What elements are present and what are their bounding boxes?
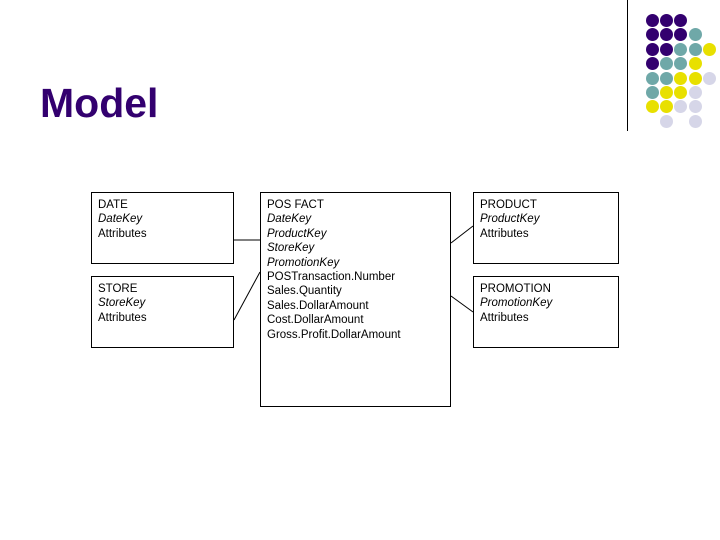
decorative-dot bbox=[646, 28, 659, 42]
entity-key-field: StoreKey bbox=[267, 242, 315, 255]
decorative-dot bbox=[702, 71, 716, 85]
decorative-dot bbox=[660, 14, 674, 27]
entity-key-field: DateKey bbox=[98, 213, 143, 226]
entity-field: Attributes bbox=[480, 311, 529, 324]
decorative-dot bbox=[674, 14, 688, 27]
entity-field: Attributes bbox=[480, 227, 529, 240]
entity-key-field: DateKey bbox=[267, 213, 312, 226]
decorative-dot bbox=[646, 100, 659, 114]
decorative-dot bbox=[660, 57, 674, 71]
decorative-dot bbox=[688, 42, 702, 56]
entity-field: Sales.Quantity bbox=[267, 285, 342, 298]
decorative-dot bbox=[660, 114, 674, 128]
decorative-dot bbox=[646, 42, 659, 56]
decorative-dot bbox=[688, 28, 702, 42]
entity-field: POSTransaction.Number bbox=[267, 271, 396, 284]
connector-posfact-product bbox=[450, 225, 474, 244]
entity-field: Attributes bbox=[98, 311, 147, 324]
title-divider-rule bbox=[627, 0, 628, 131]
connector-store-posfact bbox=[233, 271, 261, 321]
decorative-dot-grid bbox=[646, 14, 716, 130]
decorative-dot bbox=[688, 100, 702, 114]
decorative-dot bbox=[674, 28, 688, 42]
entity-field: Sales.DollarAmount bbox=[267, 299, 369, 312]
decorative-dot bbox=[660, 42, 674, 56]
decorative-dot bbox=[688, 71, 702, 85]
decorative-dot bbox=[674, 100, 688, 114]
decorative-dot bbox=[688, 86, 702, 99]
decorative-dot bbox=[646, 57, 659, 71]
decorative-dot bbox=[646, 14, 659, 27]
entity-key-field: PromotionKey bbox=[480, 297, 553, 310]
entity-title-product: PRODUCT bbox=[480, 199, 537, 211]
decorative-dot bbox=[660, 28, 674, 42]
entity-field: Cost.DollarAmount bbox=[267, 314, 364, 327]
decorative-dot bbox=[702, 42, 716, 56]
page-title: Model bbox=[40, 80, 159, 127]
decorative-dot bbox=[646, 86, 659, 99]
decorative-dot bbox=[646, 71, 659, 85]
decorative-dot bbox=[688, 57, 702, 71]
decorative-dot bbox=[660, 71, 674, 85]
decorative-dot bbox=[660, 86, 674, 99]
decorative-dot bbox=[688, 114, 702, 128]
decorative-dot bbox=[674, 86, 688, 99]
entity-key-field: ProductKey bbox=[480, 213, 540, 226]
entity-title-promotion: PROMOTION bbox=[480, 283, 551, 295]
entity-title-store: STORE bbox=[98, 283, 138, 295]
entity-field: Gross.Profit.DollarAmount bbox=[267, 328, 401, 341]
entity-key-field: PromotionKey bbox=[267, 256, 340, 269]
decorative-dot bbox=[674, 71, 688, 85]
entity-field: Attributes bbox=[98, 227, 147, 240]
entity-key-field: ProductKey bbox=[267, 227, 327, 240]
decorative-dot bbox=[660, 100, 674, 114]
connector-posfact-promotion bbox=[450, 295, 474, 313]
entity-key-field: StoreKey bbox=[98, 297, 146, 310]
entity-title-date: DATE bbox=[98, 199, 128, 211]
entity-title-posfact: POS FACT bbox=[267, 199, 324, 211]
decorative-dot bbox=[674, 57, 688, 71]
decorative-dot bbox=[674, 42, 688, 56]
